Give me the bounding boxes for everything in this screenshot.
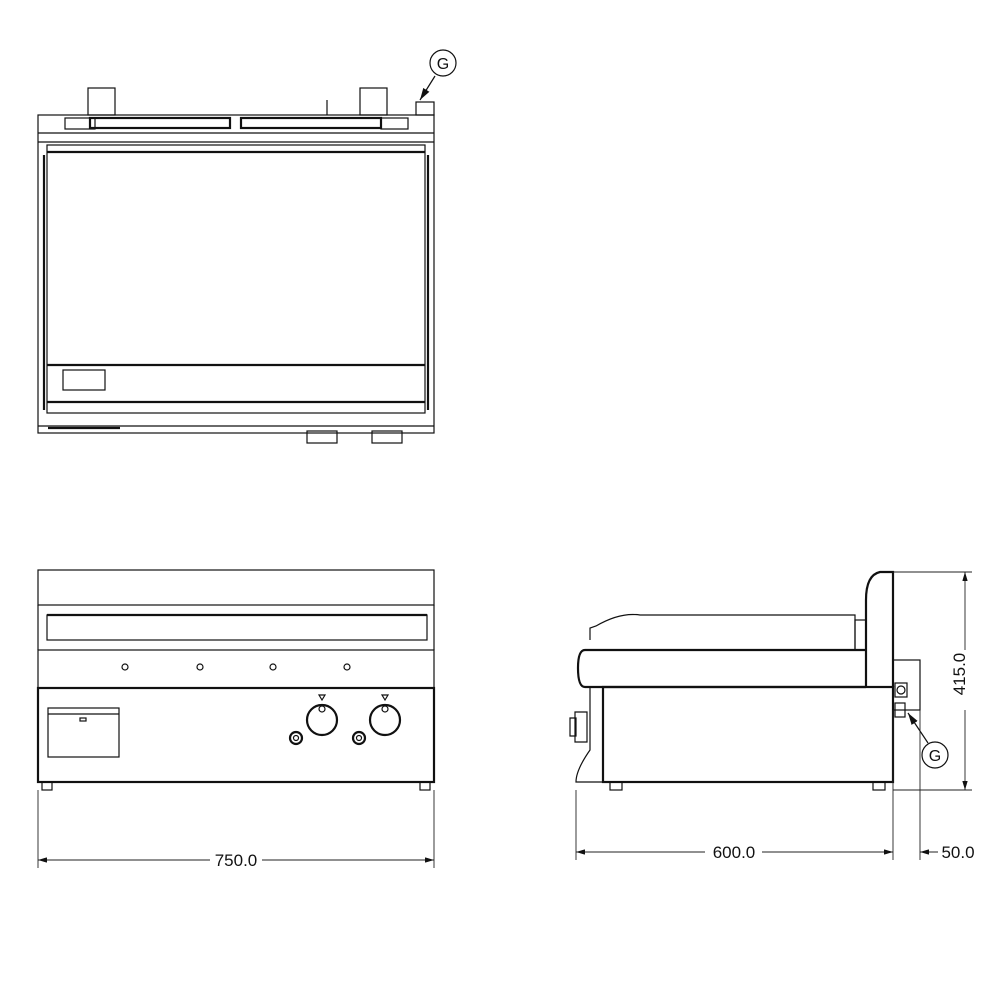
dimension-width: 750.0 — [215, 851, 258, 870]
side-view: G 600.0 50.0 415.0 — [569, 570, 975, 862]
control-label-plate — [62, 369, 106, 391]
gas-connector-side — [894, 702, 906, 718]
flue-chimney-left — [87, 87, 116, 116]
front-view: 750.0 — [36, 569, 436, 870]
flue-chimney-right — [359, 87, 388, 116]
gas-connector-top — [415, 101, 435, 116]
callout-g-side — [921, 741, 949, 769]
callout-g-label: G — [437, 56, 449, 73]
drip-drawer — [47, 707, 120, 758]
control-knob-left — [305, 694, 339, 737]
side-body — [601, 685, 895, 784]
griddle-plate — [46, 614, 428, 641]
top-view: G — [37, 49, 457, 444]
pilot-light-right — [351, 730, 367, 746]
top-outline — [37, 114, 435, 434]
pilot-light-left — [288, 730, 304, 746]
control-panel — [36, 686, 436, 784]
callout-g-top — [429, 49, 457, 77]
dimension-offset: 50.0 — [941, 843, 974, 862]
dimension-height: 415.0 — [950, 653, 969, 696]
control-knob-right — [368, 694, 402, 737]
knob-top-right — [371, 430, 403, 444]
dimension-depth: 600.0 — [713, 843, 756, 862]
callout-g-side-label: G — [929, 748, 941, 765]
knob-top-left — [306, 430, 338, 444]
side-knob — [569, 711, 588, 743]
